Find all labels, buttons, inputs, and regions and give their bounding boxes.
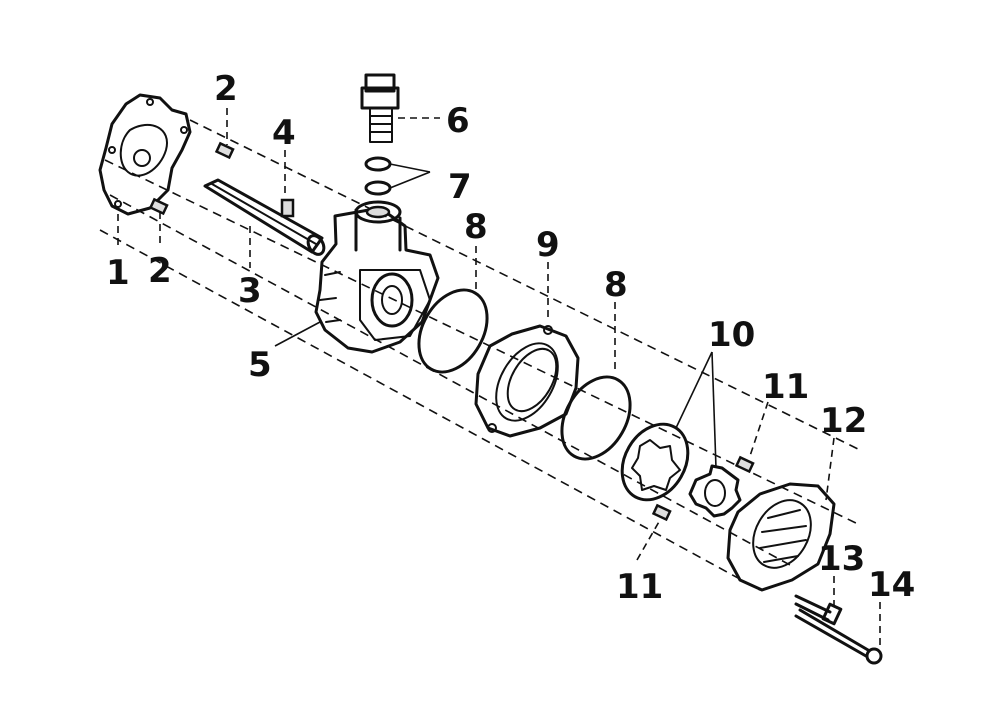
part-4-key	[280, 198, 295, 218]
part-2-dowel-pin-lower	[148, 197, 169, 216]
part-8-gasket-rear	[560, 375, 632, 461]
callout-6: 6	[446, 101, 470, 141]
callout-8-rear: 8	[604, 265, 628, 305]
callout-3: 3	[238, 271, 262, 311]
part-8-gasket-front	[417, 288, 489, 374]
part-10-inner-rotor	[688, 464, 742, 518]
part-7-o-rings	[364, 156, 392, 196]
part-13-bolt	[794, 594, 843, 626]
callout-2-upper: 2	[214, 69, 238, 109]
part-11-pin-lower	[651, 503, 672, 522]
part-14-long-bolt	[794, 608, 883, 665]
part-5-pump-housing	[314, 200, 440, 354]
callout-2-lower: 2	[148, 251, 172, 291]
callout-11-lower: 11	[616, 567, 663, 607]
callout-1: 1	[106, 253, 130, 293]
callout-14: 14	[868, 565, 915, 605]
part-9-pump-body-ring	[474, 324, 580, 438]
callout-8-front: 8	[464, 207, 488, 247]
part-6-relief-valve	[360, 73, 400, 143]
callout-7: 7	[448, 167, 472, 207]
part-11-pin-upper	[734, 455, 755, 474]
part-12-rear-cover	[726, 482, 836, 592]
part-3-shaft	[203, 178, 326, 256]
callout-11-upper: 11	[762, 367, 809, 407]
callout-5: 5	[248, 345, 272, 385]
callout-4: 4	[272, 113, 296, 153]
callout-12: 12	[820, 401, 867, 441]
leader-lines	[117, 108, 881, 648]
callout-9: 9	[536, 225, 560, 265]
callout-13: 13	[818, 539, 865, 579]
callout-labels: 1 2 2 3 4 5 6 7 8 9 8 10 11 12 11 13 14	[106, 69, 915, 607]
part-10-outer-rotor	[620, 422, 690, 502]
part-2-dowel-pin-upper	[214, 141, 235, 160]
callout-10: 10	[708, 315, 755, 355]
assembly-axes	[99, 119, 861, 591]
